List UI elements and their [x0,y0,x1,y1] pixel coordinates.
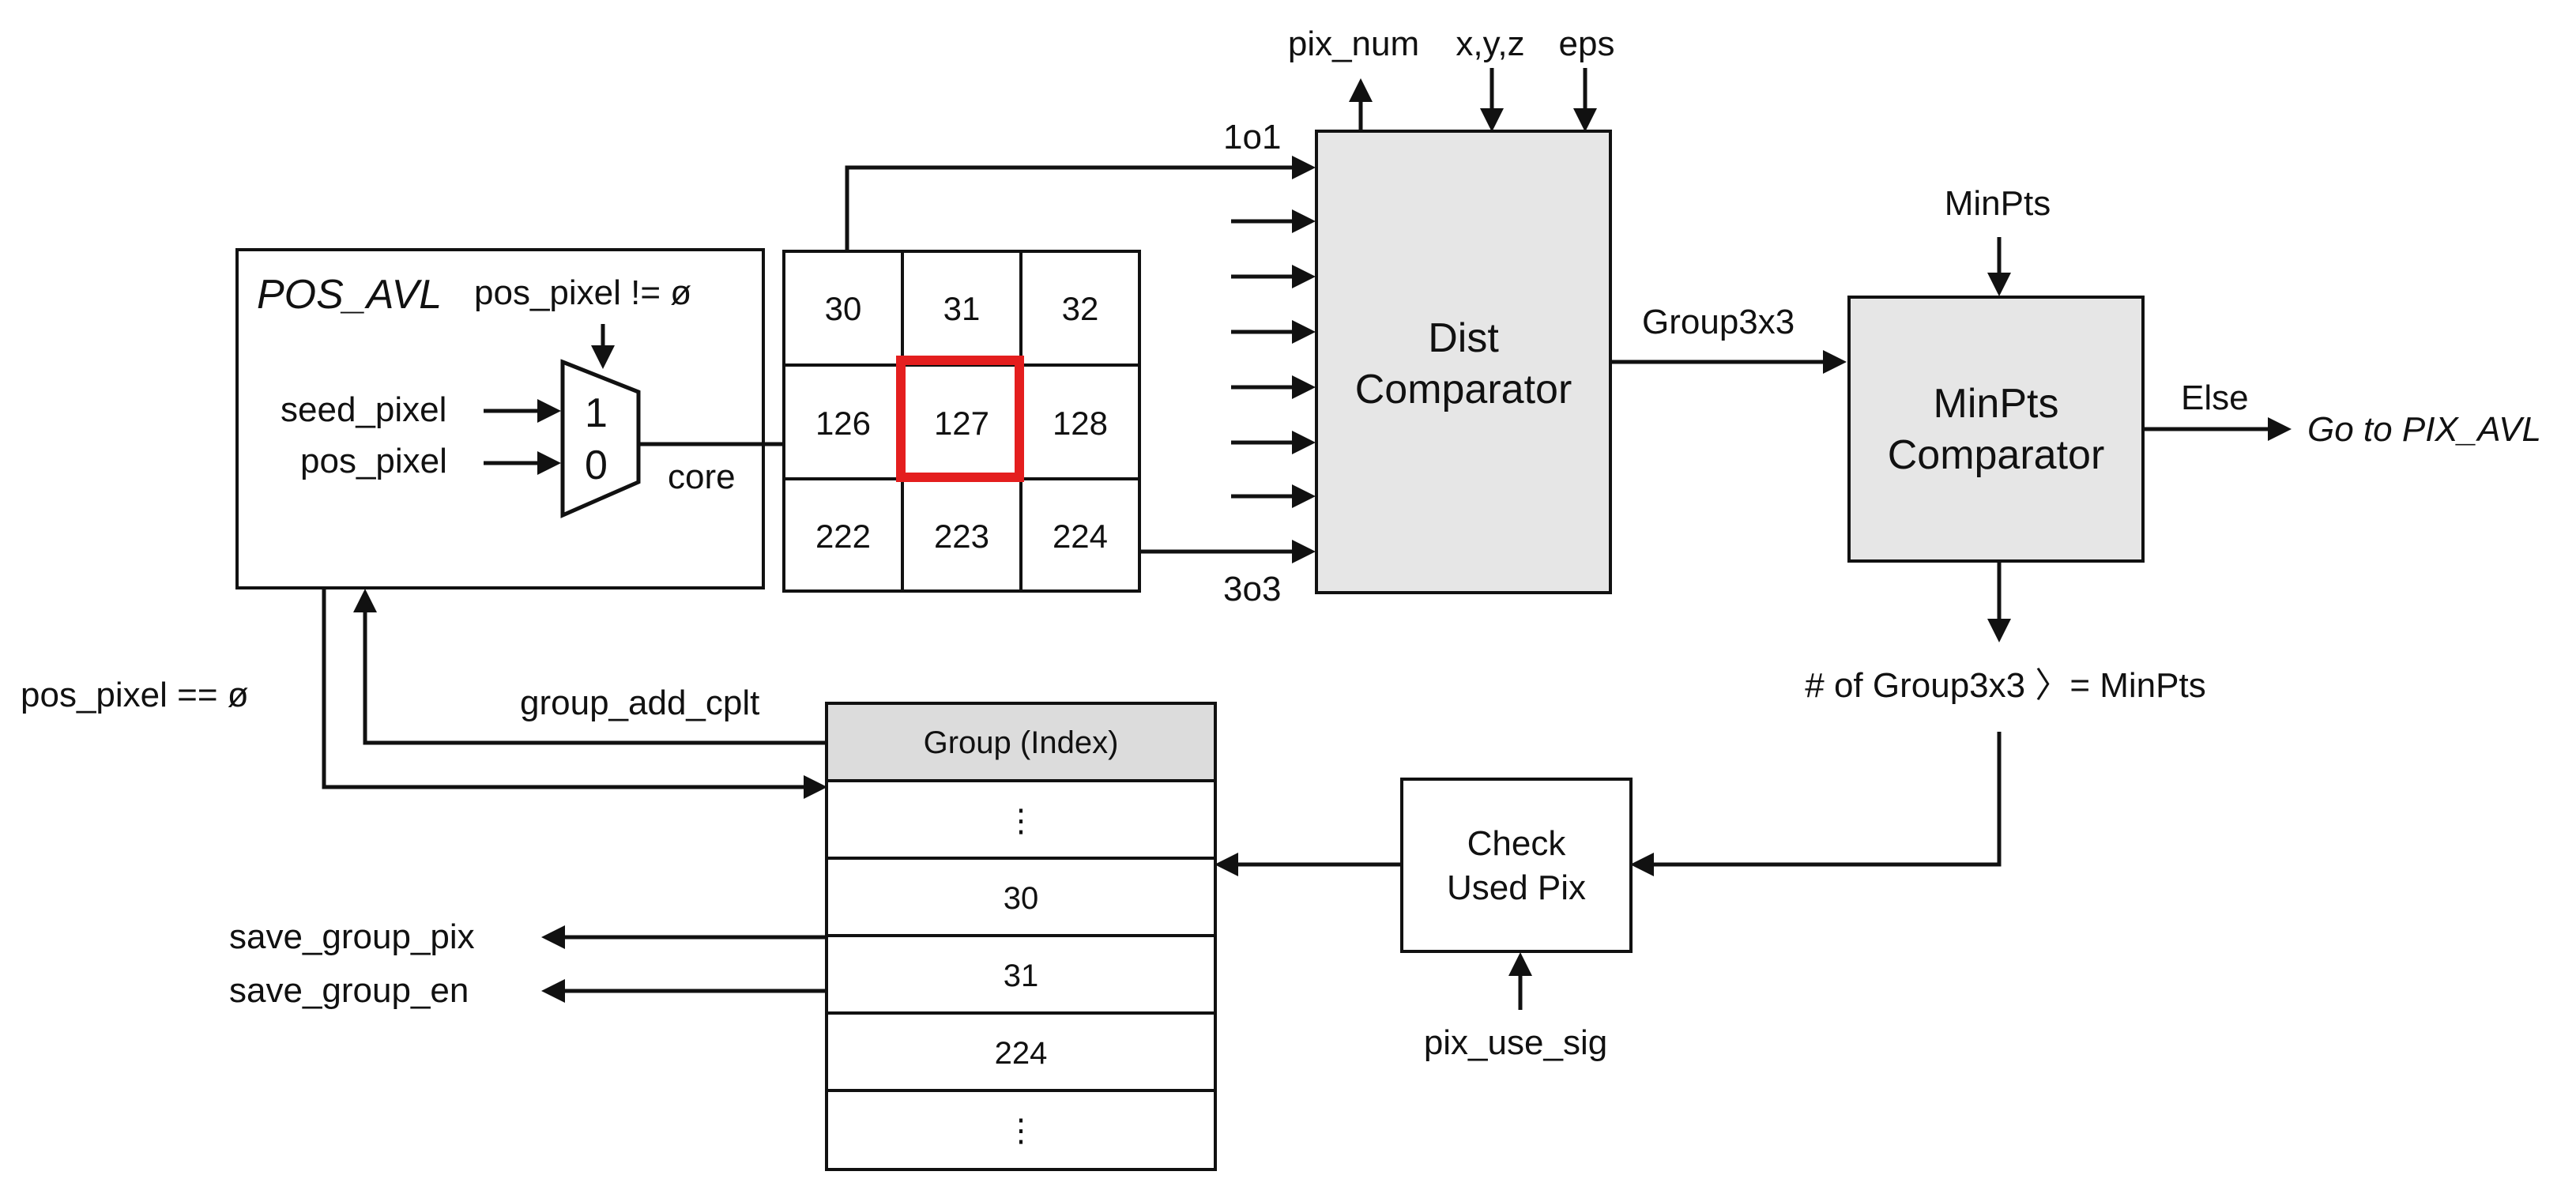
table-row: 31 [1004,959,1039,993]
dist-comparator-line1: Dist [1428,315,1499,361]
pixel-grid [782,250,1141,593]
pos-pixel-empty-label: pos_pixel == ø [21,676,249,714]
pos-empty-to-table-wire [322,588,827,799]
pos-pixel-condition-label: pos_pixel != ø [474,273,691,312]
mux-input-1: 1 [585,390,608,436]
table-row: 30 [1004,881,1039,916]
minpts-comparator-line2: Comparator [1888,432,2105,478]
dist-comparator-line2: Comparator [1355,367,1572,412]
grid-cell: 30 [825,290,862,327]
grid-cell: 222 [815,518,871,555]
grid-cell: 223 [934,518,989,555]
xyz-label: x,y,z [1456,24,1524,63]
save-group-pix-label: save_group_pix [229,917,475,956]
mux-input-0: 0 [585,443,608,488]
condition-to-check-wire [1630,732,2002,876]
check-used-pix-line2: Used Pix [1447,868,1586,907]
pos-avl-block [235,248,765,589]
group-table-header-bg [827,703,1215,781]
grid-cell: 128 [1053,405,1108,442]
group3x3-label: Group3x3 [1642,303,1795,341]
grid-to-dist-1o1-wire [845,156,1316,251]
minpts-comparator-block [1847,296,2145,563]
minpts-input-label: MinPts [1945,184,2051,223]
minpts-condition-label: # of Group3x3 〉= MinPts [1805,666,2205,705]
mux [560,359,641,518]
grid-cell: 224 [1053,518,1108,555]
save-group-en-label: save_group_en [229,971,469,1010]
pix-use-sig-label: pix_use_sig [1424,1023,1607,1062]
table-row: ⋮ [1005,804,1037,838]
group-table-header: Group (Index) [924,725,1119,760]
pos-avl-title: POS_AVL [257,272,442,318]
core-label: core [668,458,736,496]
check-used-pix-line1: Check [1467,824,1567,863]
seed-pixel-label: seed_pixel [281,390,446,429]
dist-input-last-label: 3o3 [1223,570,1281,608]
grid-cell: 126 [815,405,871,442]
check-used-pix-block [1400,778,1633,953]
else-label: Else [2181,379,2249,417]
group-add-cplt-label: group_add_cplt [520,684,759,722]
eps-label: eps [1559,24,1615,63]
grid-cell: 31 [943,290,981,327]
pix-num-label: pix_num [1288,24,1419,63]
pos-pixel-label: pos_pixel [300,442,447,480]
grid-cell: 127 [934,405,989,442]
table-row: 224 [995,1036,1048,1071]
table-row: ⋮ [1005,1113,1037,1148]
dist-input-first-label: 1o1 [1223,118,1281,156]
core-cell-highlight [896,356,1024,482]
group-add-cplt-wire [353,589,827,745]
goto-pix-avl-label: Go to PIX_AVL [2307,410,2541,449]
grid-cell: 32 [1062,290,1099,327]
dist-comparator-block [1315,130,1612,594]
minpts-comparator-line1: MinPts [1934,381,2059,427]
